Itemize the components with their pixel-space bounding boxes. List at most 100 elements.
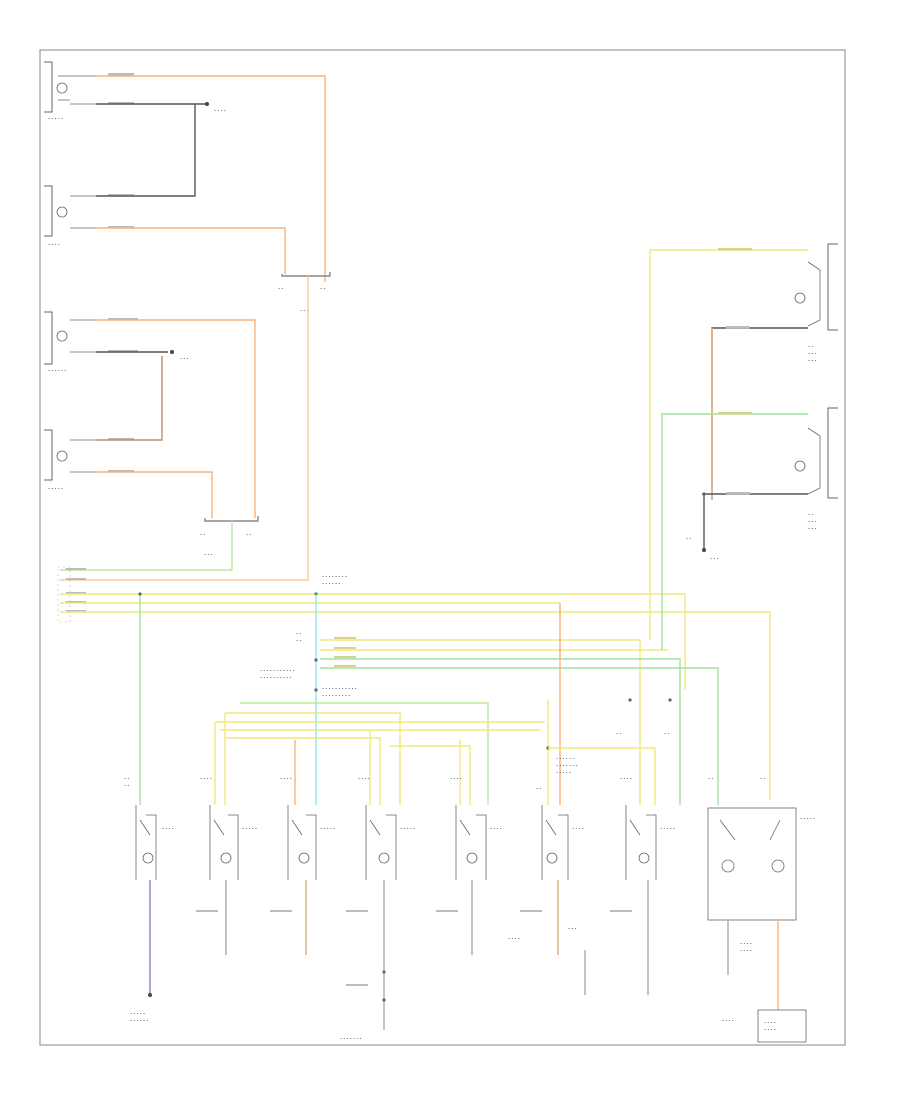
left-lamp-1: • • • • • bbox=[44, 61, 96, 121]
svg-text:• •: • • bbox=[296, 639, 301, 643]
dist-yellow-a bbox=[225, 712, 401, 805]
svg-text:• • •: • • • bbox=[710, 557, 719, 561]
bottom-lamp-8-dual bbox=[707, 807, 797, 921]
bottom-connector-box: • • • • • • • • • • • • bbox=[722, 1009, 807, 1043]
svg-text:• • •: • • • bbox=[808, 520, 817, 524]
wire-green-rl2 bbox=[661, 413, 808, 650]
wire-brown-l4 bbox=[96, 356, 163, 441]
bus2-yellow-1 bbox=[320, 639, 641, 805]
svg-text:• • • • • • •: • • • • • • • bbox=[556, 764, 578, 768]
svg-text:• • • • • • • • •: • • • • • • • • • bbox=[322, 694, 350, 698]
switch-labels: • • • • • • • • • • • • • • • • • • • • •… bbox=[124, 777, 815, 831]
bottom-lamp-7 bbox=[625, 805, 657, 880]
svg-text:• •: • • bbox=[536, 787, 541, 791]
dist-yellow-d bbox=[225, 737, 381, 805]
bottom-lamp-2 bbox=[209, 805, 239, 880]
wire-orange-l1 bbox=[96, 75, 326, 282]
wire-lightgreen-drop bbox=[60, 521, 233, 571]
bottom-lamp-6 bbox=[541, 805, 569, 880]
svg-text:• •: • • bbox=[200, 533, 205, 537]
wire-orange-l4 bbox=[96, 471, 213, 518]
connector-top bbox=[281, 272, 331, 277]
svg-text:• •: • • bbox=[708, 777, 713, 781]
svg-text:• • • • •: • • • • • bbox=[660, 827, 675, 831]
svg-text:• • • • • •: • • • • • • bbox=[130, 1019, 148, 1023]
svg-text:• • •: • • • bbox=[808, 527, 817, 531]
svg-text:• •: • • bbox=[296, 632, 301, 636]
wire-orange-l3 bbox=[96, 319, 256, 518]
dist-yellow-e bbox=[390, 745, 471, 805]
svg-text:• • • •: • • • • bbox=[280, 777, 292, 781]
svg-text:• •: • • bbox=[320, 287, 325, 291]
right-wire-labels bbox=[718, 248, 752, 415]
svg-text:• • • •: • • • • bbox=[722, 1019, 734, 1023]
bus-labels bbox=[57, 566, 86, 623]
left-lamp-4: • • • • • bbox=[44, 429, 96, 491]
svg-text:• • • • •: • • • • • bbox=[556, 771, 571, 775]
svg-text:• •: • • bbox=[278, 287, 283, 291]
svg-text:• • • • • •: • • • • • • bbox=[556, 757, 574, 761]
svg-text:• • • •: • • • • bbox=[48, 243, 60, 247]
bus-yellow-1 bbox=[60, 593, 686, 690]
svg-text:• •: • • bbox=[808, 513, 813, 517]
wire-yellow-rl1 bbox=[649, 249, 808, 640]
diagram-border bbox=[39, 49, 846, 1046]
bus-yellow-3 bbox=[60, 611, 771, 800]
svg-text:• •: • • bbox=[246, 533, 251, 537]
svg-text:• •: • • bbox=[760, 777, 765, 781]
svg-text:• • • • •: • • • • • bbox=[320, 827, 335, 831]
bottom-wire-labels bbox=[196, 910, 632, 986]
svg-text:• • • • •: • • • • • bbox=[48, 117, 63, 121]
bottom-lamp-4 bbox=[365, 805, 397, 880]
connector-mid bbox=[204, 516, 259, 522]
left-lamp-2: • • • • bbox=[44, 185, 96, 247]
svg-text:• • • • • • • • • • •: • • • • • • • • • • • bbox=[322, 687, 357, 691]
svg-text:• • • • • •: • • • • • • bbox=[322, 582, 340, 586]
svg-text:• • •: • • • bbox=[204, 553, 213, 557]
svg-text:• • • •: • • • • bbox=[764, 1028, 776, 1032]
svg-text:• • • •: • • • • bbox=[490, 827, 502, 831]
svg-text:• •: • • bbox=[664, 732, 669, 736]
svg-text:• • •: • • • bbox=[180, 357, 189, 361]
svg-text:• • • •: • • • • bbox=[764, 1021, 776, 1025]
svg-text:• •: • • bbox=[808, 345, 813, 349]
svg-text:• • • •: • • • • bbox=[620, 777, 632, 781]
svg-text:• •: • • bbox=[686, 537, 691, 541]
svg-text:• • •: • • • bbox=[808, 359, 817, 363]
svg-text:• •: • • bbox=[616, 732, 621, 736]
svg-text:• • • • •: • • • • • bbox=[130, 1012, 145, 1016]
wire-orange-drop bbox=[60, 276, 309, 581]
bottom-lamp-1 bbox=[135, 805, 157, 880]
svg-text:• • • •: • • • • bbox=[200, 777, 212, 781]
bus2-green-4 bbox=[320, 667, 719, 805]
svg-text:• • • • •: • • • • • bbox=[242, 827, 257, 831]
link-yellow-right bbox=[548, 747, 656, 805]
svg-text:• •: • • bbox=[124, 784, 129, 788]
svg-text:• • • • • • • •: • • • • • • • • bbox=[322, 575, 347, 579]
svg-text:• • • • •: • • • • • bbox=[400, 827, 415, 831]
right-lamp-2: • • • • • • • • bbox=[794, 407, 838, 531]
svg-text:• • • • • •: • • • • • • bbox=[48, 369, 66, 373]
svg-text:• • • •: • • • • bbox=[450, 777, 462, 781]
dist-green bbox=[240, 702, 489, 805]
svg-text:• • • •: • • • • bbox=[740, 942, 752, 946]
svg-text:• • • •: • • • • bbox=[162, 827, 174, 831]
switch-row bbox=[135, 805, 797, 921]
svg-text:• • • •: • • • • bbox=[214, 109, 226, 113]
svg-text:• • • •: • • • • bbox=[508, 937, 520, 941]
svg-text:• • •: • • • bbox=[808, 352, 817, 356]
right-lamp-1: • • • • • • • • bbox=[794, 243, 838, 363]
bus2-labels bbox=[334, 637, 356, 667]
wire-orange-l2 bbox=[96, 227, 286, 274]
left-wire-labels bbox=[108, 73, 138, 473]
svg-text:• • • • • • • • • • •: • • • • • • • • • • • bbox=[260, 669, 295, 673]
svg-text:• •: • • bbox=[124, 777, 129, 781]
bottom-lamp-3 bbox=[287, 805, 317, 880]
svg-text:• • • • •: • • • • • bbox=[48, 487, 63, 491]
svg-text:• • • •: • • • • bbox=[740, 949, 752, 953]
wire-black-l2 bbox=[96, 104, 196, 197]
svg-text:• • • •: • • • • bbox=[572, 827, 584, 831]
svg-text:• • • • • • • • • •: • • • • • • • • • • bbox=[260, 676, 291, 680]
